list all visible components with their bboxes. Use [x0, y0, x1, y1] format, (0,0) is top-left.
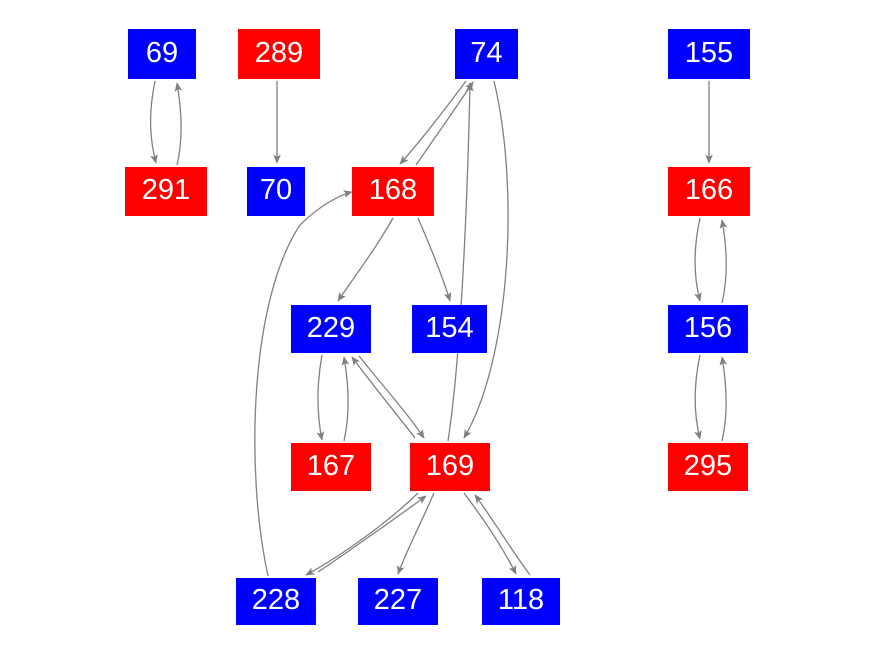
graph-node-169[interactable]: 169 [410, 443, 490, 491]
graph-node-69[interactable]: 69 [128, 29, 196, 79]
graph-node-label: 169 [425, 449, 475, 482]
graph-node-label: 227 [373, 584, 423, 616]
graph-node-154[interactable]: 154 [412, 305, 487, 353]
graph-node-291[interactable]: 291 [125, 167, 207, 216]
graph-node-70[interactable]: 70 [247, 167, 305, 216]
graph-edge-229-to-169 [358, 355, 425, 439]
graph-node-289[interactable]: 289 [238, 29, 320, 79]
graph-edge-291-to-69 [174, 82, 183, 166]
graph-edge-229-to-167 [316, 354, 325, 441]
graph-node-166[interactable]: 166 [668, 167, 750, 216]
graph-node-label: 168 [368, 174, 418, 206]
graph-node-155[interactable]: 155 [668, 29, 750, 79]
graph-node-label: 70 [259, 174, 293, 206]
graph-node-label: 295 [683, 449, 733, 482]
graph-node-label: 69 [145, 36, 179, 69]
graph-edge-228-to-168 [254, 190, 353, 577]
graph-node-label: 167 [306, 449, 356, 482]
graph-edge-156-to-166 [719, 219, 728, 304]
graph-edge-69-to-291 [149, 80, 158, 164]
edges-group [149, 80, 728, 577]
graph-edge-118-to-169 [474, 494, 531, 576]
graph-node-label: 228 [251, 584, 301, 616]
graph-edge-169-to-74 [447, 82, 474, 442]
graph-edge-168-to-154 [417, 217, 452, 302]
graph-edge-169-to-228 [305, 492, 419, 576]
graph-node-label: 289 [254, 36, 304, 69]
graph-node-168[interactable]: 168 [352, 167, 434, 216]
graph-edge-167-to-229 [341, 356, 350, 442]
graph-node-label: 156 [683, 311, 733, 344]
graph-node-label: 154 [425, 311, 474, 344]
graph-edge-169-to-227 [397, 492, 435, 575]
graph-node-156[interactable]: 156 [668, 305, 748, 353]
graph-edge-169-to-229 [351, 356, 416, 439]
graph-edge-74-to-169 [463, 80, 509, 439]
graph-edge-168-to-74 [415, 81, 474, 166]
graph-edge-228-to-169 [317, 495, 427, 573]
graph-node-228[interactable]: 228 [236, 578, 316, 625]
graph-node-label: 229 [306, 311, 356, 344]
graph-edge-168-to-229 [337, 217, 394, 302]
graph-node-227[interactable]: 227 [358, 578, 438, 625]
graph-node-label: 291 [141, 174, 191, 206]
graph-node-label: 166 [684, 174, 734, 206]
graph-node-167[interactable]: 167 [291, 443, 371, 491]
graph-node-295[interactable]: 295 [668, 443, 748, 491]
graph-node-label: 74 [470, 36, 503, 69]
graph-edge-295-to-156 [719, 356, 728, 442]
graph-node-label: 155 [684, 36, 734, 69]
graph-edge-74-to-168 [399, 80, 467, 165]
graph-edge-166-to-156 [694, 217, 702, 302]
graph-node-74[interactable]: 74 [455, 29, 518, 79]
graph-node-label: 118 [497, 584, 545, 616]
graph-node-229[interactable]: 229 [291, 305, 371, 353]
graph-node-118[interactable]: 118 [482, 578, 560, 625]
graph-edge-169-to-118 [463, 492, 517, 575]
graph-edge-156-to-295 [694, 354, 702, 440]
